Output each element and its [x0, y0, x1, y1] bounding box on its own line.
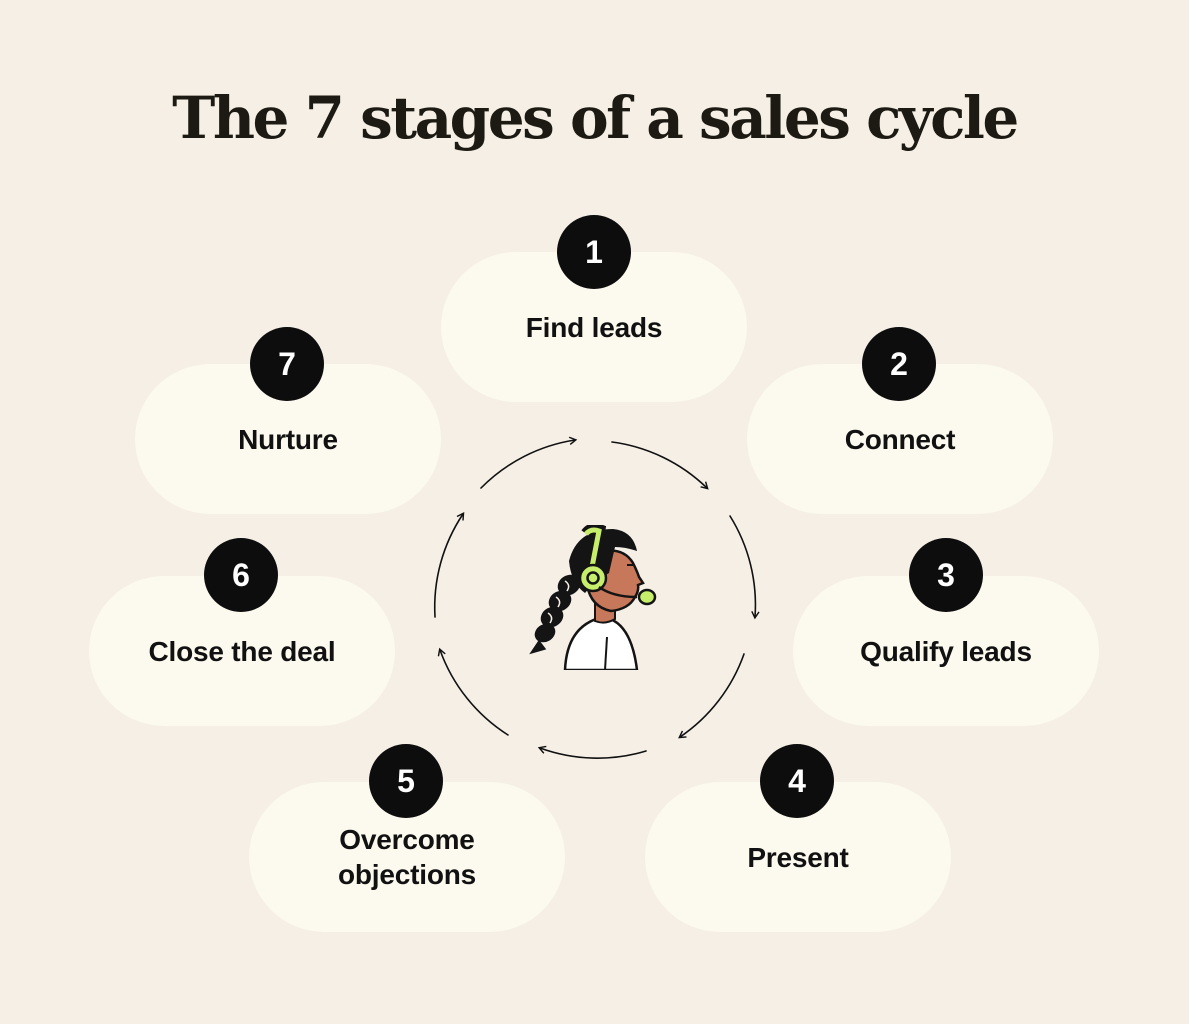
- stage-number-badge: 2: [862, 327, 936, 401]
- cycle-arrow: [729, 515, 760, 620]
- stage-label: Nurture: [238, 423, 338, 455]
- stage-number-badge: 4: [760, 744, 834, 818]
- cycle-arrow: [433, 512, 465, 618]
- stage-label: Find leads: [525, 311, 663, 343]
- cycle-arrow: [611, 441, 709, 490]
- stage-number-badge: 5: [369, 744, 443, 818]
- stage-label: Qualify leads: [860, 635, 1032, 667]
- stage-number-badge: 6: [204, 538, 278, 612]
- stage-number-badge: 7: [250, 327, 324, 401]
- cycle-arrow: [437, 647, 509, 736]
- cycle-arrow: [678, 653, 745, 739]
- cycle-arrow: [480, 436, 578, 489]
- stage-label: Close the deal: [148, 635, 336, 667]
- stage-label: Overcome objections: [337, 824, 476, 890]
- cycle-arrow: [537, 745, 647, 759]
- stage-label: Connect: [844, 423, 956, 455]
- stage-number-badge: 3: [909, 538, 983, 612]
- page-title: The 7 stages of a sales cycle: [172, 84, 1019, 152]
- headset-agent-icon: [529, 525, 657, 670]
- stage-number-badge: 1: [557, 215, 631, 289]
- stage-label: Present: [747, 841, 849, 873]
